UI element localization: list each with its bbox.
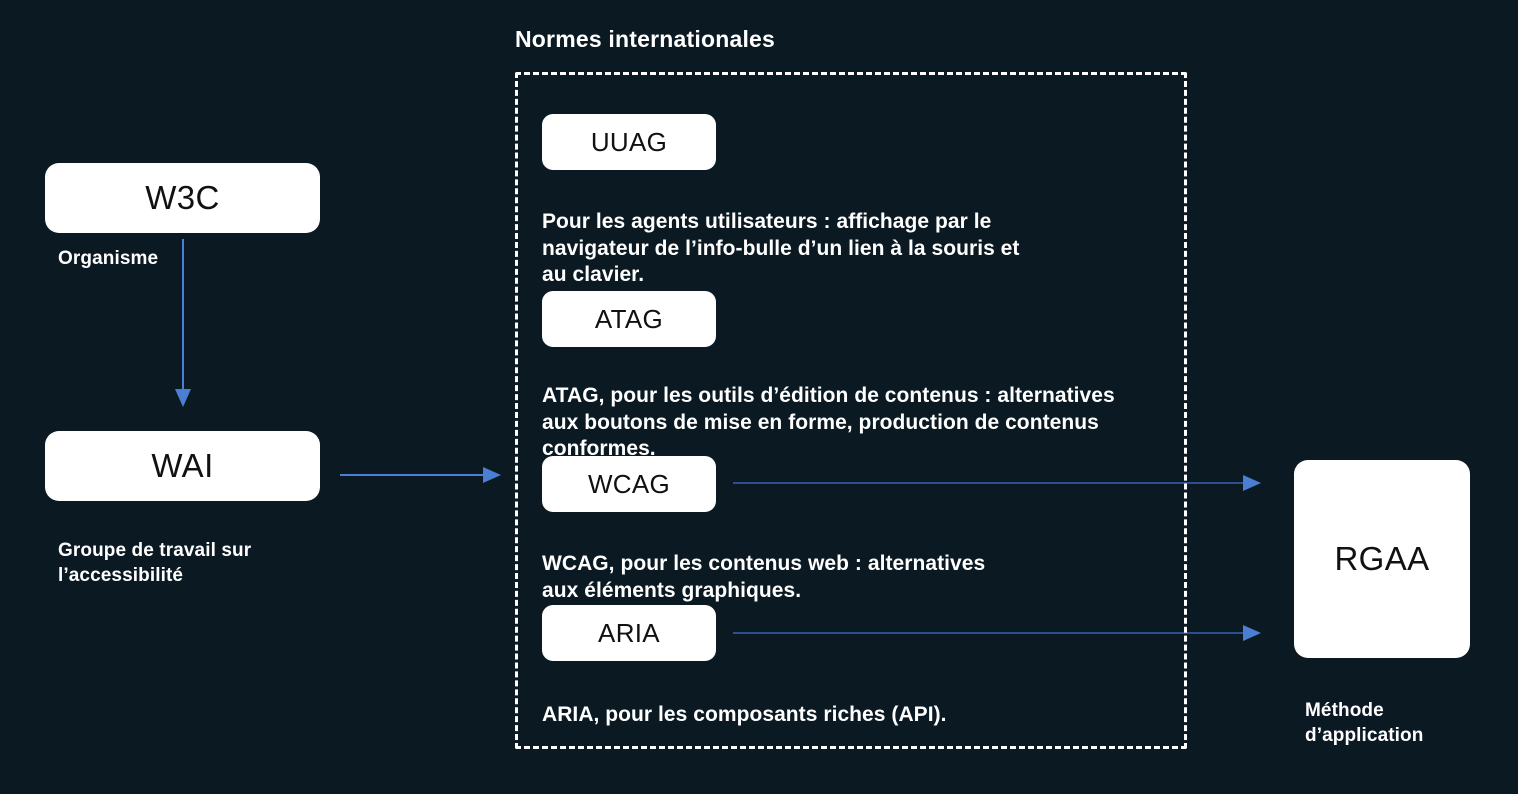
caption-rgaa-text: Méthode d’application (1305, 700, 1424, 746)
caption-wai: Groupe de travail sur l’accessibilité (58, 515, 358, 588)
card-uuag[interactable]: UUAG (542, 114, 716, 170)
caption-rgaa: Méthode d’application (1305, 675, 1505, 748)
card-w3c-label: W3C (145, 179, 220, 216)
card-atag-label: ATAG (594, 303, 664, 334)
description-atag-text: ATAG, pour les outils d’édition de conte… (542, 384, 1115, 461)
description-uuag: Pour les agents utilisateurs : affichage… (542, 183, 1152, 289)
card-aria[interactable]: ARIA (542, 605, 716, 661)
card-wai[interactable]: WAI (45, 431, 320, 501)
caption-w3c-text: Organisme (58, 248, 159, 269)
description-wcag: WCAG, pour les contenus web : alternativ… (542, 525, 1152, 604)
card-wcag[interactable]: WCAG (542, 456, 716, 512)
caption-wai-text: Groupe de travail sur l’accessibilité (58, 540, 252, 586)
card-uuag-label: UUAG (590, 126, 668, 157)
description-atag: ATAG, pour les outils d’édition de conte… (542, 357, 1182, 463)
card-rgaa-label: RGAA (1334, 540, 1430, 577)
standards-group-title: Normes internationales (515, 26, 775, 53)
description-aria-text: ARIA, pour les composants riches (API). (542, 703, 947, 727)
description-wcag-text: WCAG, pour les contenus web : alternativ… (542, 552, 986, 602)
description-aria: ARIA, pour les composants riches (API). (542, 676, 1152, 729)
card-w3c[interactable]: W3C (45, 163, 320, 233)
caption-w3c: Organisme (58, 247, 318, 271)
card-atag[interactable]: ATAG (542, 291, 716, 347)
card-wai-label: WAI (151, 447, 214, 484)
description-uuag-text: Pour les agents utilisateurs : affichage… (542, 210, 1020, 287)
card-aria-label: ARIA (598, 617, 660, 648)
card-rgaa[interactable]: RGAA (1294, 460, 1470, 658)
standards-group-container (515, 72, 1187, 749)
card-wcag-label: WCAG (587, 468, 671, 499)
standards-group-title-text: Normes internationales (515, 26, 776, 52)
